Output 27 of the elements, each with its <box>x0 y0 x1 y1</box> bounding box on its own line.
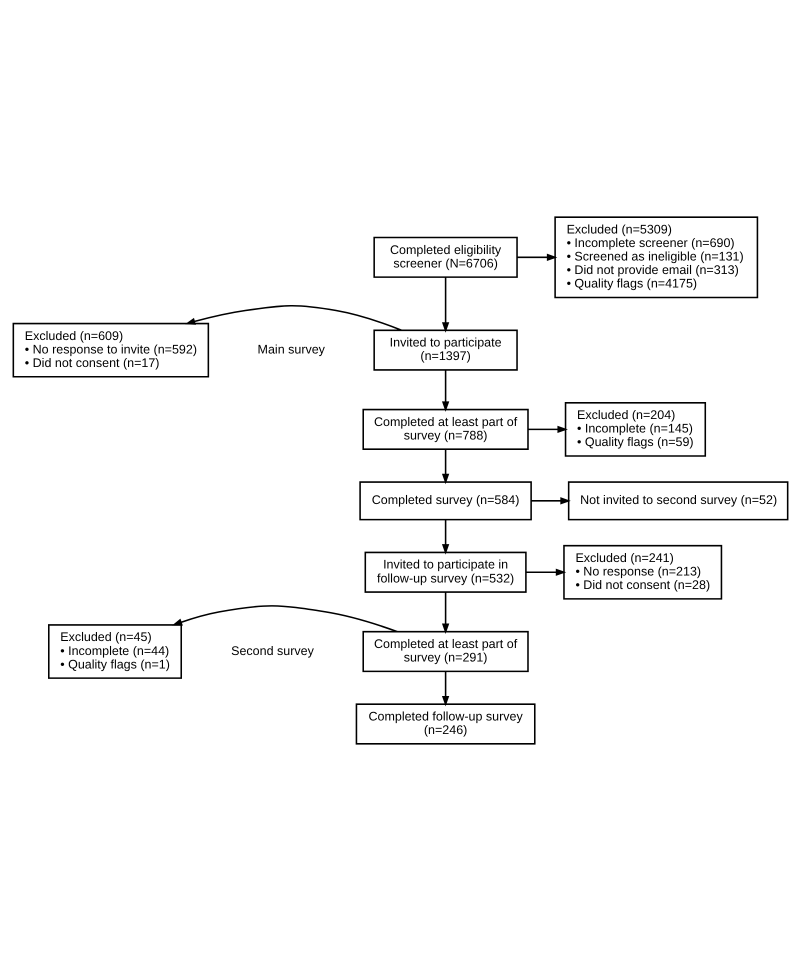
node-box: Completed survey (n=584) <box>358 480 532 520</box>
arrow <box>441 448 449 484</box>
node-box: Not invited to second survey (n=52) <box>567 480 788 520</box>
arrow <box>441 276 449 332</box>
node-box: Excluded (n=5309) • Incomplete screener (n=690) • Screened as ineligible (n=131) • Did not provide email (n=313) • Quality flags (n=4175) <box>554 216 758 298</box>
node-box: Excluded (n=204) • Incomplete (n=145) • Quality flags (n=59) <box>564 402 706 456</box>
node-box: Excluded (n=241) • No response (n=213) • Did not consent (n=28) <box>562 544 722 600</box>
arrow <box>441 519 449 554</box>
arrow <box>184 304 402 330</box>
arrow <box>171 604 397 632</box>
node-box: Invited to participate (n=1397) <box>372 329 518 370</box>
arrow <box>528 425 568 433</box>
arrow <box>526 568 566 576</box>
label: Second survey <box>230 643 314 658</box>
node-box: Completed at least part of survey (n=788) <box>362 408 528 450</box>
arrow <box>530 496 570 504</box>
node-box: Completed follow-up survey (n=246) <box>355 702 536 744</box>
arrow <box>441 670 449 706</box>
node-box: Excluded (n=609) • No response to invite (n=592) • Did not consent (n=17) <box>12 322 209 378</box>
node-box: Completed at least part of survey (n=291) <box>362 630 528 672</box>
node-box: Excluded (n=45) • Incomplete (n=44) • Quality flags (n=1) <box>48 624 182 678</box>
label: Main survey <box>257 342 324 356</box>
node-box: Completed eligibility screener (N=6706) <box>372 236 518 278</box>
arrow <box>441 370 449 412</box>
node-box: Invited to participate in follow-up survey (n=532) <box>364 551 526 592</box>
arrow <box>516 253 557 260</box>
arrow <box>441 592 449 634</box>
